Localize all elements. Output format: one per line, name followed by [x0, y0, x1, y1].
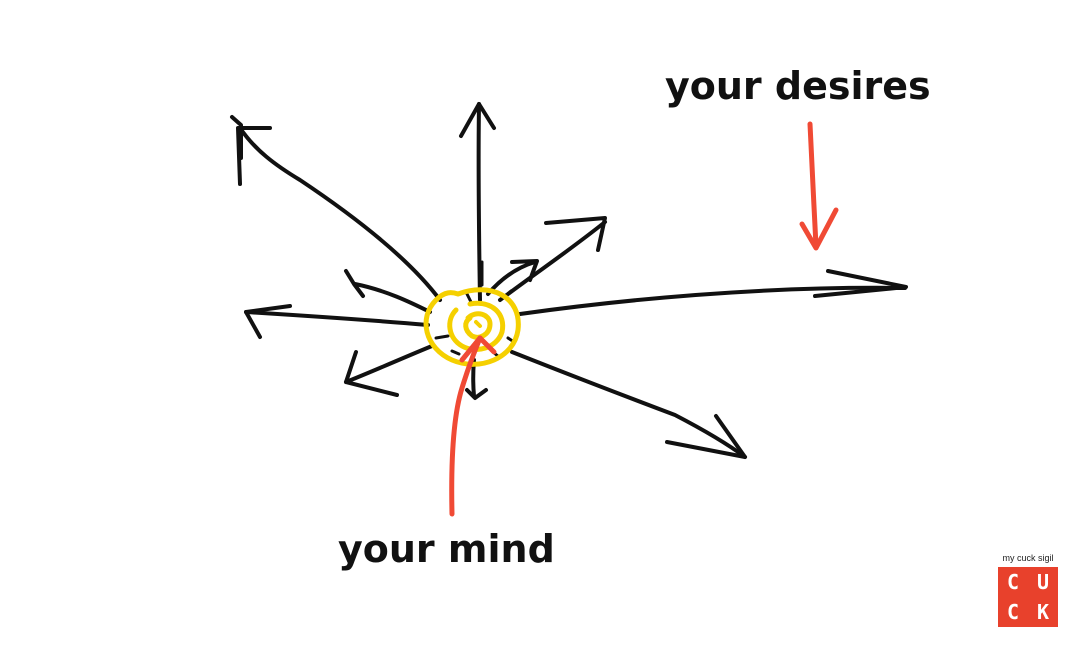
logo-letter: C [1006, 600, 1020, 624]
label-your-desires: your desires [665, 64, 931, 108]
pointer-arrows [449, 121, 839, 517]
logo-letter: U [1036, 570, 1050, 594]
arrow-upper-left-head [230, 115, 272, 186]
pointer-desires [807, 121, 819, 249]
pointer-mind [449, 335, 483, 517]
center-dash-lines [434, 260, 516, 359]
logo-caption: my cuck sigil [1002, 553, 1054, 563]
spiral-sun-icon [423, 287, 521, 367]
arrow-up [476, 102, 482, 302]
arrow-upper-right [498, 220, 607, 302]
arrow-upper-left-short [353, 282, 432, 314]
logo-badge: C U C K [998, 567, 1058, 627]
arrow-lower-right-head [665, 414, 747, 459]
desire-arrows [230, 102, 908, 459]
arrow-left [244, 310, 430, 327]
label-your-mind: your mind [338, 527, 555, 571]
arrow-small-up-right-head [510, 259, 539, 282]
arrow-lower-right [510, 350, 747, 459]
sigil-logo: my cuck sigil C U C K [996, 553, 1060, 627]
arrow-lower-left-head [344, 350, 399, 397]
arrow-upper-left [238, 126, 442, 302]
logo-letter: K [1036, 600, 1050, 624]
arrow-left-head [244, 304, 292, 339]
pointer-desires-head [799, 207, 839, 251]
arrow-up-head [459, 102, 496, 138]
arrow-right-long [518, 285, 907, 316]
logo-letter: C [1006, 570, 1020, 594]
arrow-right-long-head [813, 269, 908, 298]
pointer-mind-head [459, 335, 497, 363]
arrow-upper-left-short-head [344, 269, 365, 298]
arrow-upper-right-head [544, 216, 607, 252]
arrow-lower-left [344, 344, 434, 384]
arrow-down-short-head [465, 388, 488, 400]
